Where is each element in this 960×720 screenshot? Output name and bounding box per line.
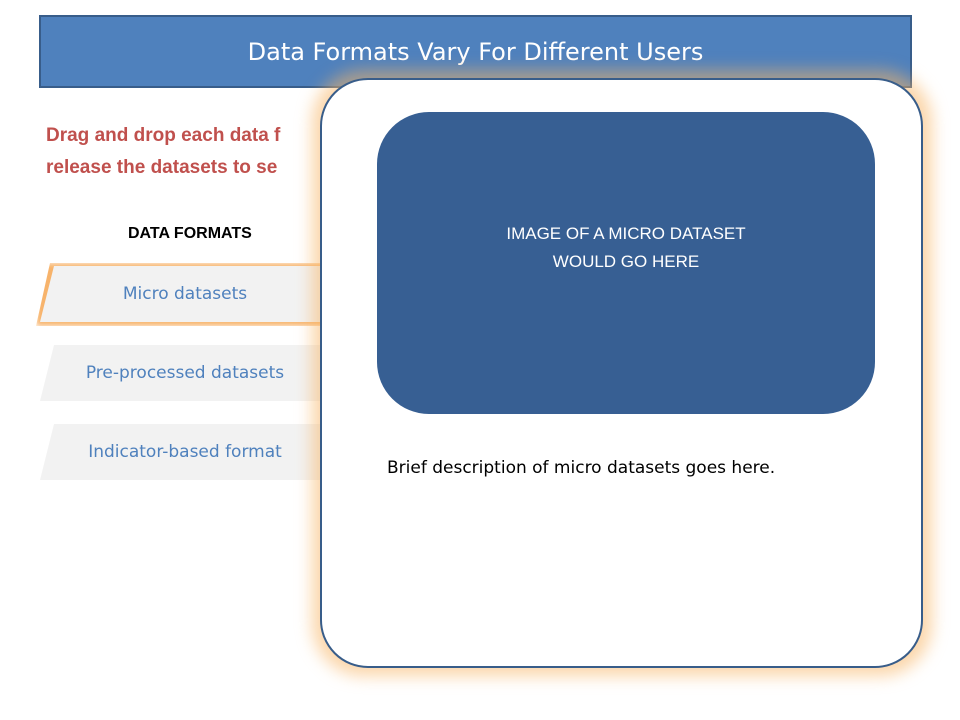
instructions-line-2: release the datasets to se bbox=[46, 157, 278, 178]
format-item-indicator-based-format[interactable]: Indicator-based format bbox=[40, 424, 360, 480]
format-item-label: Pre-processed datasets bbox=[85, 363, 285, 383]
format-item-label: Micro datasets bbox=[122, 284, 248, 304]
format-item-label: Indicator-based format bbox=[88, 442, 282, 462]
data-formats-heading: DATA FORMATS bbox=[128, 225, 252, 242]
page-title: Data Formats Vary For Different Users bbox=[247, 37, 704, 66]
dataset-detail-popup[interactable]: IMAGE OF A MICRO DATASET WOULD GO HERE B… bbox=[320, 78, 923, 668]
instructions-line-1: Drag and drop each data f bbox=[46, 125, 281, 146]
format-item-micro-datasets[interactable]: Micro datasets bbox=[40, 266, 360, 322]
format-item-pre-processed-datasets[interactable]: Pre-processed datasets bbox=[40, 345, 360, 401]
placeholder-line-1: IMAGE OF A MICRO DATASET bbox=[506, 224, 746, 243]
dataset-image-placeholder: IMAGE OF A MICRO DATASET WOULD GO HERE bbox=[377, 112, 875, 414]
placeholder-line-2: WOULD GO HERE bbox=[552, 252, 700, 271]
dataset-description: Brief description of micro datasets goes… bbox=[387, 458, 776, 478]
instructions-text: Drag and drop each data f release the da… bbox=[46, 120, 946, 184]
